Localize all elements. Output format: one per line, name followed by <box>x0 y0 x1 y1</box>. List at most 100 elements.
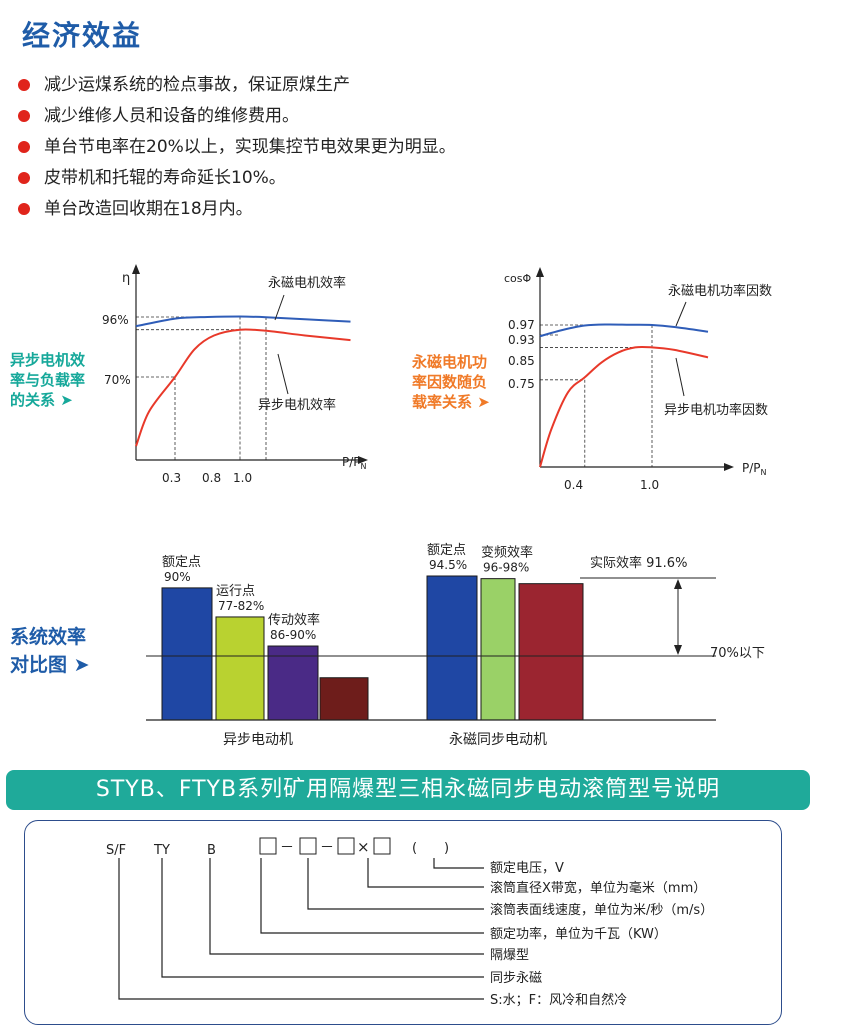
list-item-text: 单台改造回收期在18月内。 <box>44 199 253 219</box>
code-prefix-sf: S/F <box>106 843 126 858</box>
series-label-pm: 永磁电机效率 <box>268 275 346 291</box>
side-label-line: 永磁电机功 <box>412 353 488 371</box>
y-tick-label: 0.85 <box>508 354 535 368</box>
connector-line <box>161 858 484 978</box>
side-label-line: 率与负载率 <box>10 371 86 389</box>
bar-label: 变频效率 <box>481 545 533 561</box>
below-70-annotation: 70%以下 <box>710 646 765 661</box>
bar-label: 传动效率 <box>268 612 320 628</box>
series-label-async: 异步电机功率因数 <box>664 402 768 418</box>
side-label-line: 对比图 ➤ <box>10 654 90 676</box>
bullet-dot-icon <box>18 79 30 91</box>
code-dash: － <box>320 840 334 856</box>
side-label-line: 率因数随负 <box>412 373 488 391</box>
y-axis-arrow-icon <box>132 264 140 274</box>
series-line-pm <box>539 323 709 338</box>
actual-efficiency-annotation: 实际效率 91.6% <box>590 555 687 571</box>
code-desc-pm: 同步永磁 <box>490 971 542 986</box>
code-desc-cooling: S:水；F：风冷和自然冷 <box>490 992 627 1008</box>
y-tick-label: 0.93 <box>508 333 535 347</box>
list-item: 减少维修人员和设备的维修费用。 <box>18 103 456 134</box>
connector-line <box>433 858 484 869</box>
code-box-diameter <box>337 837 355 855</box>
y-axis-symbol: η <box>122 271 130 286</box>
x-tick-label: 0.3 <box>162 471 181 485</box>
y-tick-label: 0.97 <box>508 318 535 332</box>
side-label-line: 载率关系 ➤ <box>412 393 490 411</box>
bar <box>215 616 265 721</box>
connector-lines <box>118 858 484 1000</box>
code-paren-close: ) <box>444 841 449 856</box>
series-line-async <box>539 345 709 468</box>
side-label-line: 系统效率 <box>10 626 87 648</box>
model-banner: STYB、FTYB系列矿用隔爆型三相永磁同步电动滚筒型号说明 <box>6 770 810 810</box>
list-item-text: 皮带机和托辊的寿命延长10%。 <box>44 168 286 188</box>
leader-line <box>675 357 685 397</box>
leader-line <box>277 353 289 395</box>
chart2-side-label: 永磁电机功 率因数随负 载率关系 ➤ <box>412 352 490 412</box>
bar-label: 额定点 <box>162 555 201 570</box>
series-line-pm <box>135 315 351 328</box>
code-times: × <box>357 838 370 856</box>
code-paren-open: ( <box>412 841 417 856</box>
list-item: 单台节电率在20%以上，实现集控节电效果更为明显。 <box>18 134 456 165</box>
bar-label: 额定点 <box>427 543 466 558</box>
group-label: 永磁同步电动机 <box>449 732 547 748</box>
list-item: 皮带机和托辊的寿命延长10%。 <box>18 165 456 196</box>
y-axis-arrow-icon <box>536 267 544 277</box>
model-explanation-box <box>24 820 782 1025</box>
model-code-diagram: S/F TY B － － × ( ) 额定电压，V 滚筒直径X带宽，单位为毫米（… <box>106 837 713 1008</box>
code-dash: － <box>280 840 294 856</box>
system-efficiency-bar-chart: 额定点90%运行点77-82%传动效率86-90%额定点94.5%变频效率96-… <box>146 543 765 748</box>
list-item-text: 减少运煤系统的检点事故，保证原煤生产 <box>44 75 350 95</box>
leader-line <box>675 301 687 327</box>
arrow-down-icon <box>674 645 682 655</box>
bullet-dot-icon <box>18 141 30 153</box>
code-box-width <box>373 837 391 855</box>
x-axis-label: P/PN <box>342 455 367 471</box>
series-line-async <box>135 328 351 447</box>
bar-value-label: 86-90% <box>270 628 316 642</box>
bar-label: 运行点 <box>216 584 255 599</box>
series-label-async: 异步电机效率 <box>258 397 336 413</box>
bar <box>161 587 213 721</box>
code-desc-power: 额定功率，单位为千瓦（KW） <box>490 926 667 942</box>
power-factor-chart: cosΦ P/PN 0.97 0.93 0.85 0.75 0.4 1.0 永磁… <box>504 267 772 492</box>
list-item: 减少运煤系统的检点事故，保证原煤生产 <box>18 72 456 103</box>
connector-line <box>307 858 484 910</box>
x-axis-arrow-icon <box>358 456 368 464</box>
code-prefix-b: B <box>207 843 216 858</box>
list-item: 单台改造回收期在18月内。 <box>18 196 456 227</box>
page-title: 经济效益 <box>22 19 143 52</box>
list-item-text: 单台节电率在20%以上，实现集控节电效果更为明显。 <box>44 137 456 157</box>
bar <box>480 578 516 721</box>
bullet-dot-icon <box>18 110 30 122</box>
connector-line <box>367 858 484 888</box>
list-item-text: 减少维修人员和设备的维修费用。 <box>44 106 299 126</box>
code-desc-speed: 滚筒表面线速度，单位为米/秒（m/s） <box>490 902 713 918</box>
bar <box>518 583 584 721</box>
bar <box>319 677 369 721</box>
bullet-dot-icon <box>18 203 30 215</box>
code-box-speed <box>299 837 317 855</box>
group-label: 异步电动机 <box>223 732 293 748</box>
connector-line <box>209 858 484 955</box>
code-desc-explosion-proof: 隔爆型 <box>490 948 529 963</box>
side-label-line: 异步电机效 <box>10 351 86 369</box>
code-prefix-ty: TY <box>153 843 170 858</box>
chart3-side-label: 系统效率 对比图 ➤ <box>10 623 90 679</box>
x-tick-label: 1.0 <box>233 471 252 485</box>
connector-line <box>118 858 484 1000</box>
leader-line <box>274 294 285 321</box>
series-label-pm: 永磁电机功率因数 <box>668 283 772 299</box>
x-tick-label: 1.0 <box>640 478 659 492</box>
connector-line <box>260 858 484 934</box>
bar-value-label: 90% <box>164 570 191 584</box>
bullet-dot-icon <box>18 172 30 184</box>
bar-value-label: 94.5% <box>429 558 467 572</box>
x-tick-label: 0.4 <box>564 478 583 492</box>
bar-value-label: 77-82% <box>218 599 264 613</box>
efficiency-chart: η P/PN 96% 70% 0.3 0.8 1.0 永磁电机效率 异步电机效率 <box>102 264 368 485</box>
bar <box>267 645 319 721</box>
benefit-list: 减少运煤系统的检点事故，保证原煤生产 减少维修人员和设备的维修费用。 单台节电率… <box>18 72 456 227</box>
